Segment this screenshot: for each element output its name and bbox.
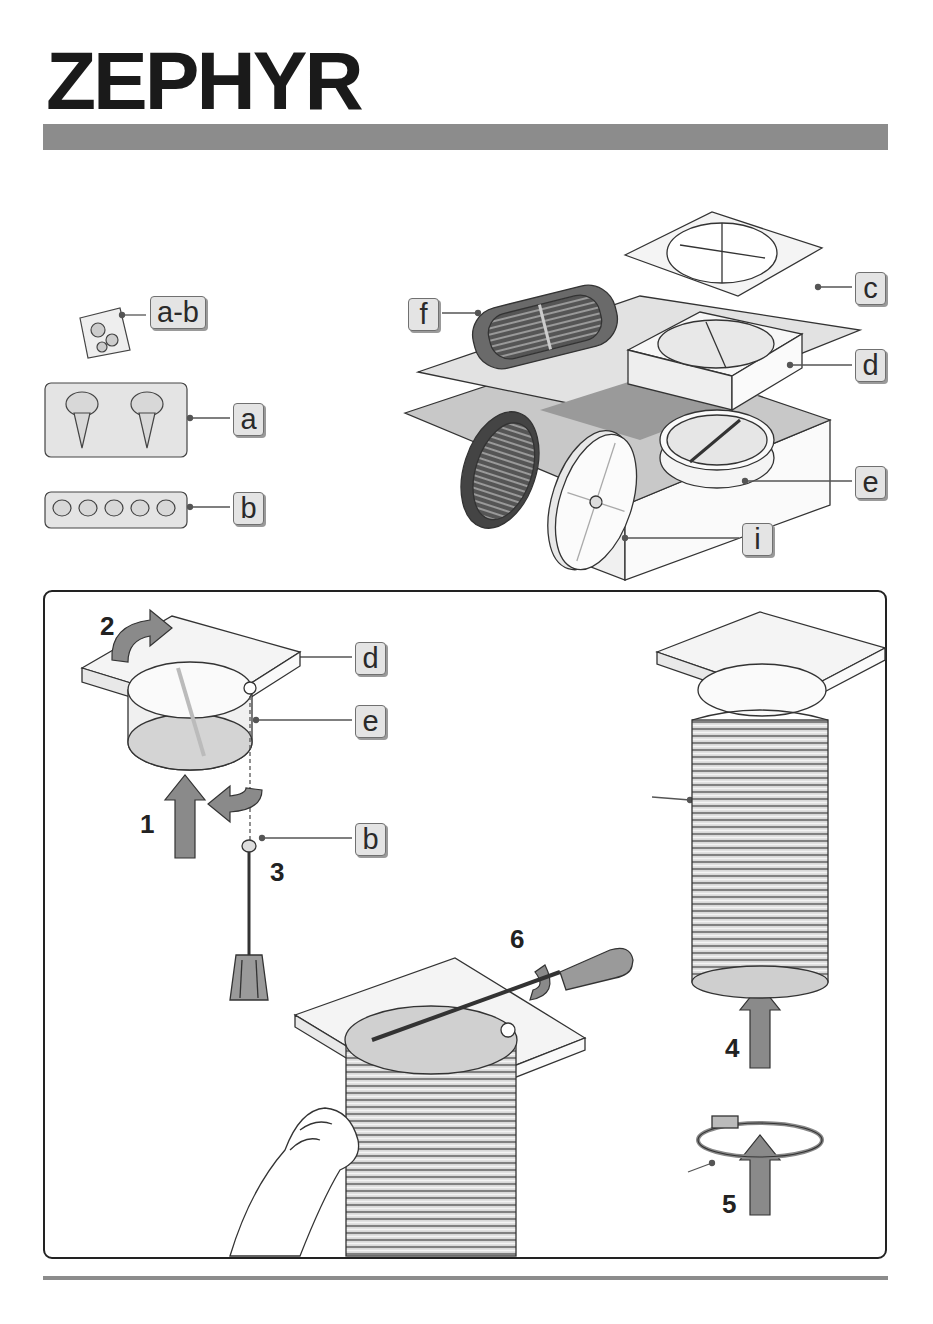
part-letter: e <box>362 707 378 736</box>
screwdriver <box>230 840 268 1000</box>
part-tag: e <box>355 705 386 738</box>
exploded-view <box>405 212 860 582</box>
part-tag: c <box>855 272 886 305</box>
part-letter: e <box>862 468 878 497</box>
callout-number: 2 <box>100 613 114 639</box>
part-letter: i <box>754 525 760 554</box>
part-tag: b <box>355 823 386 856</box>
part-tag: d <box>855 349 886 382</box>
part-letter: d <box>362 644 378 673</box>
duct-assembly <box>657 612 885 1157</box>
footer-line <box>43 1276 888 1280</box>
part-tag: e <box>855 466 886 499</box>
part-letter: f <box>419 300 427 329</box>
part-letter: a-b <box>157 298 199 327</box>
part-letter: b <box>362 825 378 854</box>
steps-panel <box>44 591 886 1258</box>
callout-number: 1 <box>140 811 154 837</box>
part-letter: c <box>863 274 878 303</box>
header-bar <box>43 124 888 150</box>
part-letter: a <box>240 405 256 434</box>
part-letter: b <box>240 494 256 523</box>
part-tag: a-b <box>150 296 206 329</box>
part-tag: b <box>233 492 264 525</box>
part-tag: a <box>233 403 264 436</box>
part-letter: d <box>862 351 878 380</box>
hardware <box>45 308 187 528</box>
callout-number: 3 <box>270 859 284 885</box>
part-tag: i <box>742 523 773 556</box>
clamp-fastening <box>230 948 633 1256</box>
leader-lines <box>120 285 853 1173</box>
part-tag: d <box>355 642 386 675</box>
callout-number: 6 <box>510 926 524 952</box>
part-tag: f <box>408 298 439 331</box>
callout-number: 4 <box>725 1035 739 1061</box>
callout-number: 5 <box>722 1191 736 1217</box>
brand-title: ZEPHYR <box>46 40 361 122</box>
